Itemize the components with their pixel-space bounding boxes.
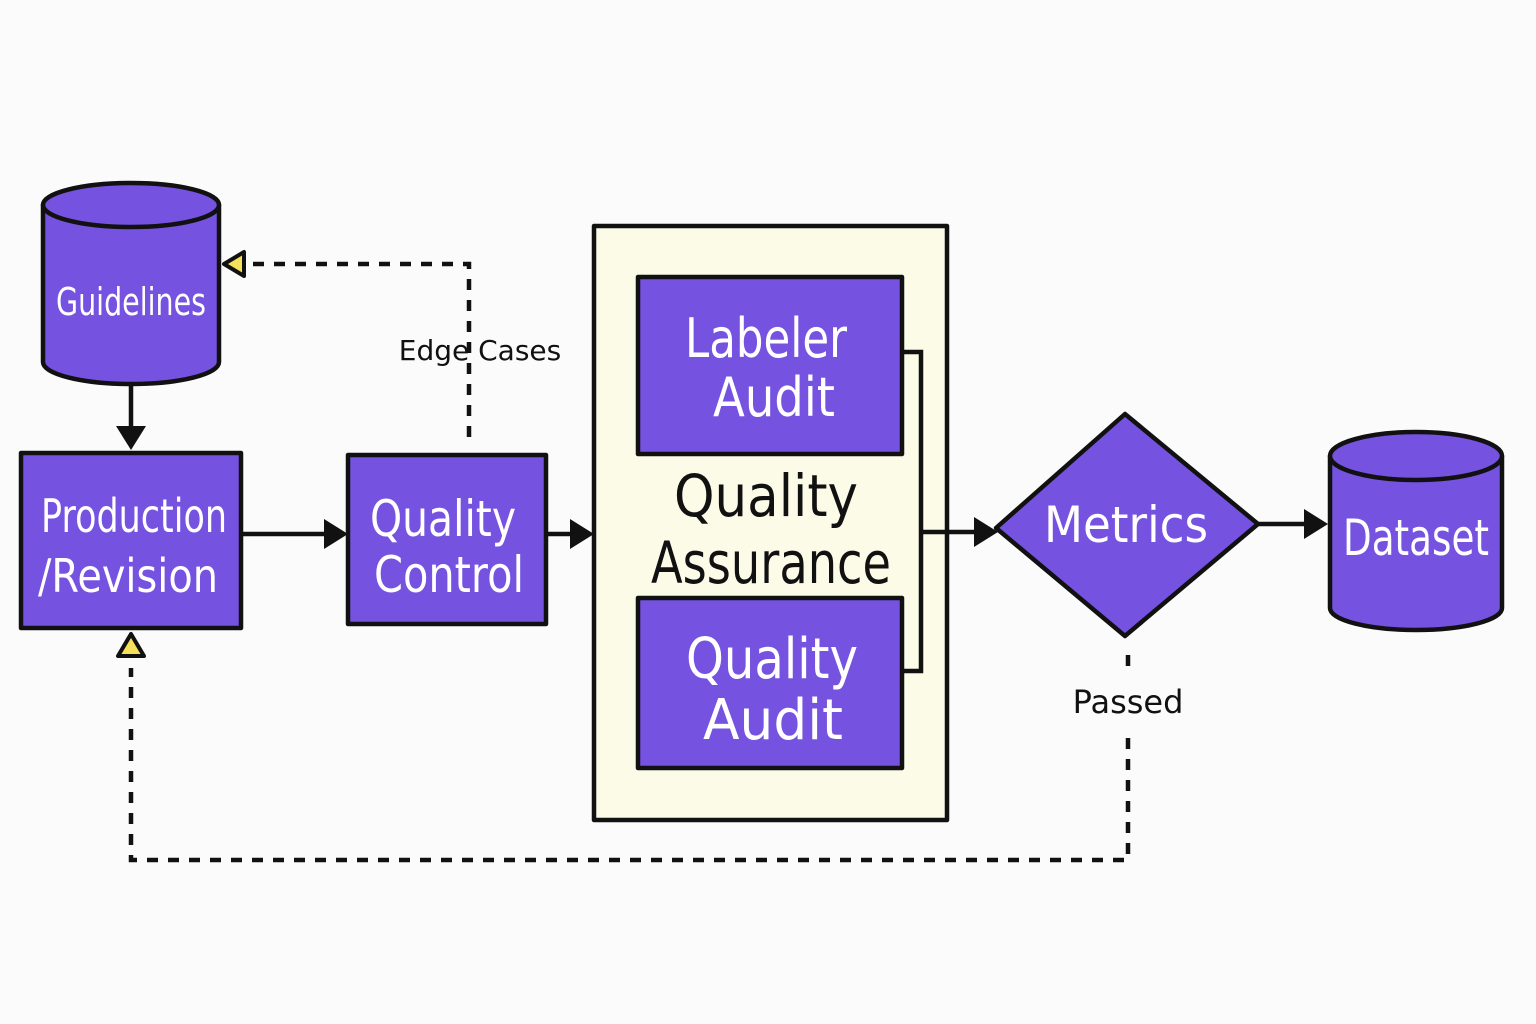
labeler-audit-label-line1: Labeler [685, 307, 848, 370]
guidelines-label: Guidelines [56, 280, 206, 324]
labeler-audit-box [635, 274, 905, 457]
metrics-node: Metrics [993, 411, 1261, 639]
guidelines-to-production-arrowhead [116, 426, 146, 450]
quality-audit-label-line2: Audit [703, 688, 843, 753]
guidelines-cylinder-top [40, 180, 222, 230]
edge-cases-arrowhead [222, 250, 246, 278]
production-revision-label-line1: Production [41, 489, 227, 543]
quality-assurance-title-line2: Assurance [651, 529, 891, 597]
passed-label: Passed [1073, 683, 1184, 721]
quality-control-box [345, 452, 549, 627]
dataset-cylinder-body [1327, 453, 1505, 633]
production-revision-box [18, 450, 244, 631]
guidelines-cylinder-body [40, 202, 222, 387]
quality-control-label-line2: Control [374, 546, 524, 604]
metrics-label: Metrics [1044, 496, 1208, 554]
edge-cases-connector [248, 261, 472, 437]
dataset-cylinder-top [1327, 429, 1505, 483]
production-revision-label-line2: /Revision [38, 549, 218, 603]
labeler-audit-label-line2: Audit [713, 366, 835, 429]
edge-cases-label: Edge Cases [399, 334, 561, 367]
dataset-node: Dataset [1327, 429, 1505, 633]
quality-audit-box [635, 595, 905, 771]
passed-arrowhead [116, 632, 146, 658]
audit-bracket [902, 349, 924, 674]
metrics-diamond [993, 411, 1261, 639]
metrics-to-dataset-arrowhead [1304, 509, 1328, 539]
guidelines-node: Guidelines [40, 180, 222, 387]
quality-assurance-group: Labeler Audit Quality Assurance Quality … [591, 223, 950, 823]
quality-control-label-line1: Quality [370, 490, 516, 548]
quality-audit-label-line1: Quality [686, 627, 858, 692]
qc-to-qa-arrowhead [570, 519, 594, 549]
quality-assurance-title-line1: Quality [674, 462, 858, 530]
quality-control-node: Quality Control [345, 452, 549, 627]
production-revision-node: Production /Revision [18, 450, 244, 631]
production-to-qc-arrowhead [324, 519, 348, 549]
qa-to-metrics-arrowhead [974, 517, 998, 547]
dataset-label: Dataset [1343, 509, 1489, 567]
